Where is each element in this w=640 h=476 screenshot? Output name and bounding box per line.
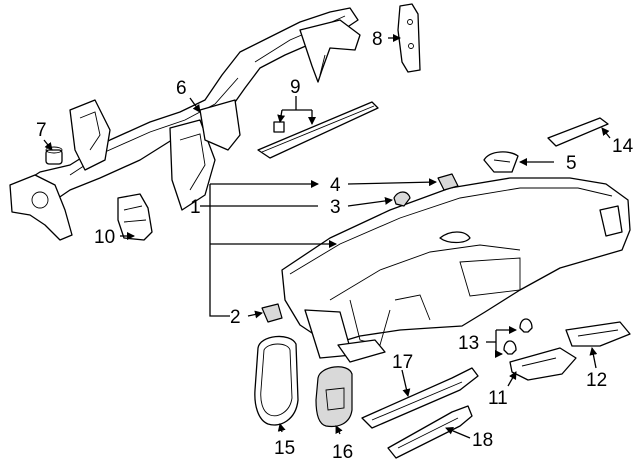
callout-16: 16 bbox=[332, 442, 353, 463]
callout-12: 12 bbox=[586, 370, 607, 391]
callout-14: 14 bbox=[612, 136, 634, 157]
part-14-trim bbox=[547, 117, 609, 147]
part-16-panel bbox=[315, 366, 353, 428]
callout-3: 3 bbox=[330, 197, 341, 218]
callout-labels: 1 2 3 4 5 6 7 8 9 10 11 12 13 14 15 16 1… bbox=[36, 29, 634, 463]
callout-13: 13 bbox=[458, 333, 479, 354]
callout-5: 5 bbox=[566, 153, 577, 174]
callout-1: 1 bbox=[190, 197, 201, 218]
callout-7: 7 bbox=[36, 120, 47, 141]
part-10-bracket bbox=[117, 193, 153, 241]
callout-4: 4 bbox=[330, 175, 341, 196]
callout-6: 6 bbox=[176, 78, 187, 99]
callout-15: 15 bbox=[274, 438, 295, 459]
callout-2: 2 bbox=[230, 307, 241, 328]
part-4-sensor bbox=[437, 173, 459, 191]
callout-9: 9 bbox=[290, 77, 301, 98]
callout-8: 8 bbox=[372, 29, 383, 50]
part-2-bracket bbox=[261, 303, 283, 323]
callout-17: 17 bbox=[392, 352, 413, 373]
part-18-trim bbox=[387, 405, 473, 459]
part-5-cover bbox=[483, 151, 519, 173]
cross-car-beam bbox=[9, 7, 361, 241]
part-15-panel bbox=[254, 335, 299, 426]
leader-lines bbox=[43, 34, 611, 439]
callout-11: 11 bbox=[488, 388, 508, 409]
callout-18: 18 bbox=[472, 430, 493, 451]
part-3-cover bbox=[393, 191, 411, 207]
part-12-panel bbox=[565, 321, 631, 347]
callout-10: 10 bbox=[94, 227, 115, 248]
part-8-bracket bbox=[397, 3, 421, 73]
part-11-panel bbox=[509, 347, 577, 381]
part-17-trim bbox=[361, 367, 479, 429]
part-9-support-rail bbox=[257, 101, 379, 159]
part-7-bushing bbox=[45, 146, 63, 165]
part-13-clips bbox=[503, 318, 533, 355]
instrument-panel bbox=[281, 177, 631, 363]
